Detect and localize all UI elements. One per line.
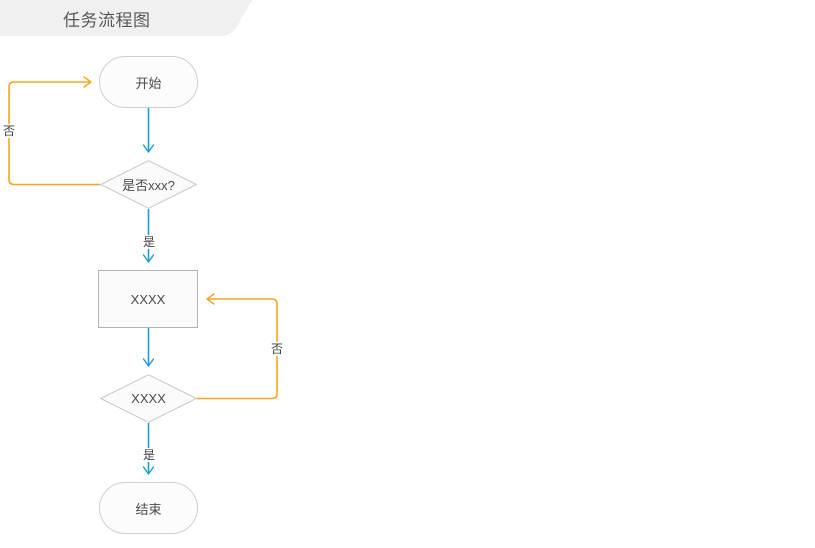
panel-header: 任务流程图	[0, 0, 252, 37]
node-decision-condition[interactable]: 是否xxx?	[100, 160, 197, 209]
node-decision-check[interactable]: XXXX	[100, 374, 197, 423]
node-decision-check-label: XXXX	[131, 391, 166, 406]
node-process-task[interactable]: XXXX	[98, 270, 198, 328]
node-start[interactable]: 开始	[99, 56, 198, 108]
node-start-label: 开始	[135, 75, 162, 91]
header-tab-shape	[0, 0, 252, 36]
node-end-label: 结束	[135, 501, 162, 517]
edge-label-decision1-no: 否	[2, 124, 17, 138]
node-process-task-label: XXXX	[130, 291, 166, 307]
diamond-shape	[100, 374, 197, 423]
edge-label-decision1-yes: 是	[142, 235, 157, 249]
edge-label-decision2-no: 否	[270, 342, 285, 356]
page-title: 任务流程图	[63, 11, 151, 30]
node-decision-condition-label: 是否xxx?	[122, 178, 175, 193]
edge-decision1-no-to-start	[8, 76, 100, 186]
edge-label-decision2-yes: 是	[142, 448, 157, 462]
diamond-shape	[100, 160, 197, 209]
edge-decision2-no-to-process1	[197, 293, 278, 400]
node-end[interactable]: 结束	[99, 482, 198, 534]
